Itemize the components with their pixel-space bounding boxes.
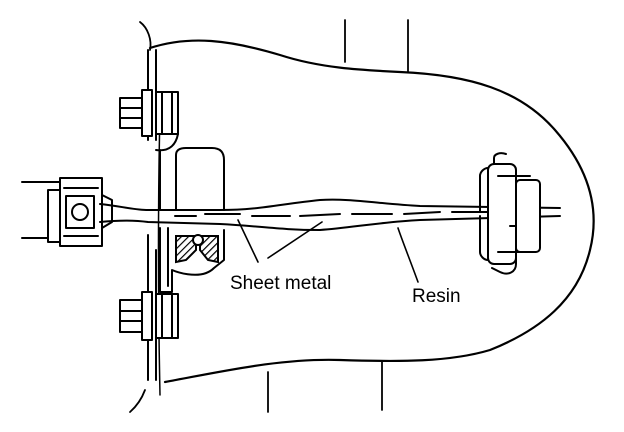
- lower-bolt: [119, 291, 179, 341]
- bracket-housing: [159, 147, 225, 293]
- sheet-metal-label: Sheet metal: [230, 273, 331, 294]
- check-arm: [99, 198, 561, 231]
- door-panel-outline: [148, 39, 595, 396]
- rubber-stopper: [175, 234, 219, 264]
- upper-bolt: [119, 89, 179, 152]
- arm-stopper: [479, 152, 541, 275]
- resin-label: Resin: [412, 286, 461, 307]
- leader-lines: [237, 219, 419, 283]
- section-cut-lines: [129, 19, 409, 413]
- body-mount: [21, 177, 113, 247]
